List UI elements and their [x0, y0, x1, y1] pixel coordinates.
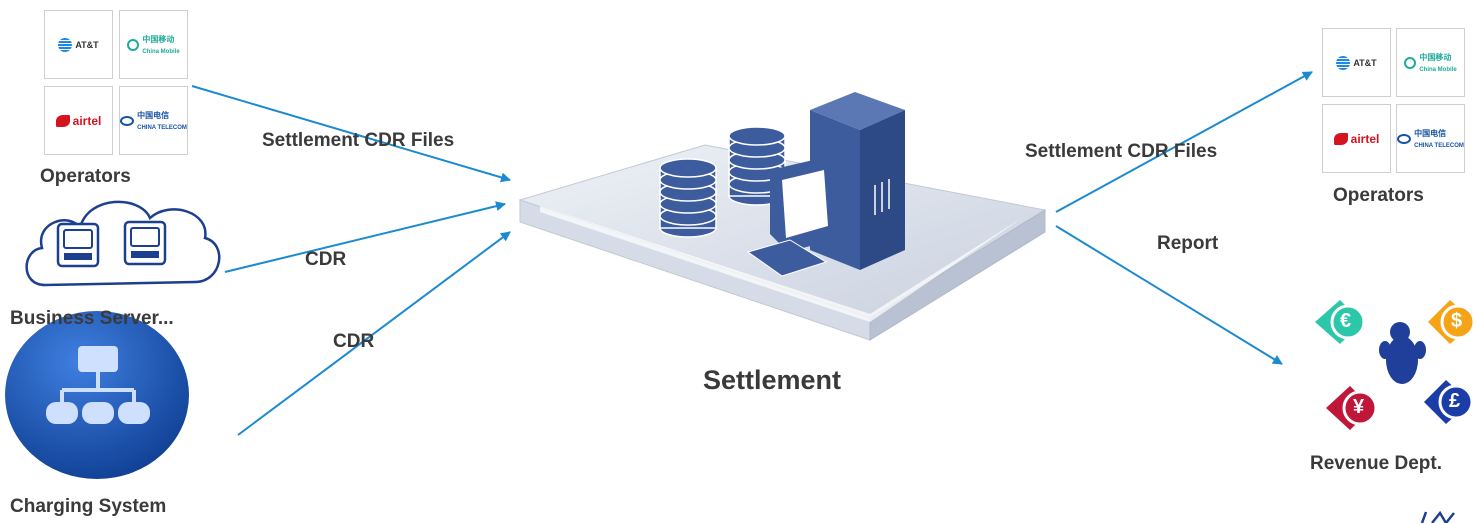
- arrow-business-to-settlement: [224, 201, 506, 273]
- china-telecom-logo-icon: [1397, 133, 1412, 144]
- arrow-settlement-to-revenue: [1055, 225, 1283, 365]
- revenue-icon: [1315, 300, 1476, 430]
- operator-subname: CHINA TELECOM: [1414, 142, 1464, 149]
- operator-tile-china-telecom: 中国电信 CHINA TELECOM: [119, 86, 188, 155]
- att-logo-icon: [58, 37, 73, 52]
- charging-system-icon: [5, 311, 189, 479]
- china-mobile-logo-icon: [127, 38, 140, 51]
- operator-name: 中国移动: [1419, 52, 1452, 62]
- operator-tile-att: AT&T: [44, 10, 113, 79]
- airtel-logo-icon: [55, 114, 70, 127]
- arrow-label-cdr-business: CDR: [305, 249, 347, 270]
- operator-name: AT&T: [1353, 57, 1377, 68]
- operator-name: airtel: [72, 113, 102, 128]
- operator-subname: China Mobile: [142, 48, 180, 55]
- operator-tile-att: AT&T: [1322, 28, 1391, 97]
- cloud-icon: [25, 200, 221, 287]
- charging-system-label: Charging System: [10, 496, 167, 517]
- database-icon: [659, 158, 717, 238]
- arrow-label-settlement-cdr-out: Settlement CDR Files: [1025, 141, 1218, 162]
- operator-subname: China Mobile: [1419, 66, 1457, 73]
- operator-tile-china-telecom: 中国电信 CHINA TELECOM: [1396, 104, 1465, 173]
- corner-logo-fragment: [1420, 510, 1455, 523]
- business-server-label: Business Server...: [10, 308, 174, 329]
- arrow-label-report: Report: [1157, 233, 1219, 254]
- arrow-charging-to-settlement: [237, 231, 511, 436]
- arrow-operators-to-settlement: [191, 85, 511, 183]
- operator-tile-airtel: airtel: [44, 86, 113, 155]
- operator-name: 中国移动: [142, 34, 175, 44]
- dollar-glyph: $: [1451, 310, 1463, 332]
- arrow-label-settlement-cdr-in: Settlement CDR Files: [262, 130, 455, 151]
- yen-glyph: ¥: [1353, 396, 1365, 418]
- operator-name: 中国电信: [137, 110, 170, 120]
- euro-glyph: €: [1340, 310, 1352, 332]
- operator-tile-china-mobile: 中国移动 China Mobile: [119, 10, 188, 79]
- arrow-settlement-to-operators: [1055, 71, 1313, 213]
- airtel-logo-icon: [1333, 132, 1348, 145]
- china-telecom-logo-icon: [120, 115, 135, 126]
- att-logo-icon: [1336, 55, 1351, 70]
- operator-tile-airtel: airtel: [1322, 104, 1391, 173]
- operators-right-label: Operators: [1333, 185, 1424, 206]
- pound-glyph: £: [1449, 390, 1461, 412]
- operator-tile-china-mobile: 中国移动 China Mobile: [1396, 28, 1465, 97]
- operator-name: AT&T: [75, 39, 99, 50]
- server-icon: [746, 92, 905, 277]
- operator-name: 中国电信: [1414, 128, 1447, 138]
- arrow-label-cdr-charging: CDR: [333, 331, 375, 352]
- operator-name: airtel: [1350, 131, 1380, 146]
- settlement-label: Settlement: [703, 365, 842, 395]
- operator-subname: CHINA TELECOM: [137, 124, 187, 131]
- china-mobile-logo-icon: [1404, 56, 1417, 69]
- revenue-dept-label: Revenue Dept.: [1310, 453, 1442, 474]
- operators-left-label: Operators: [40, 166, 131, 187]
